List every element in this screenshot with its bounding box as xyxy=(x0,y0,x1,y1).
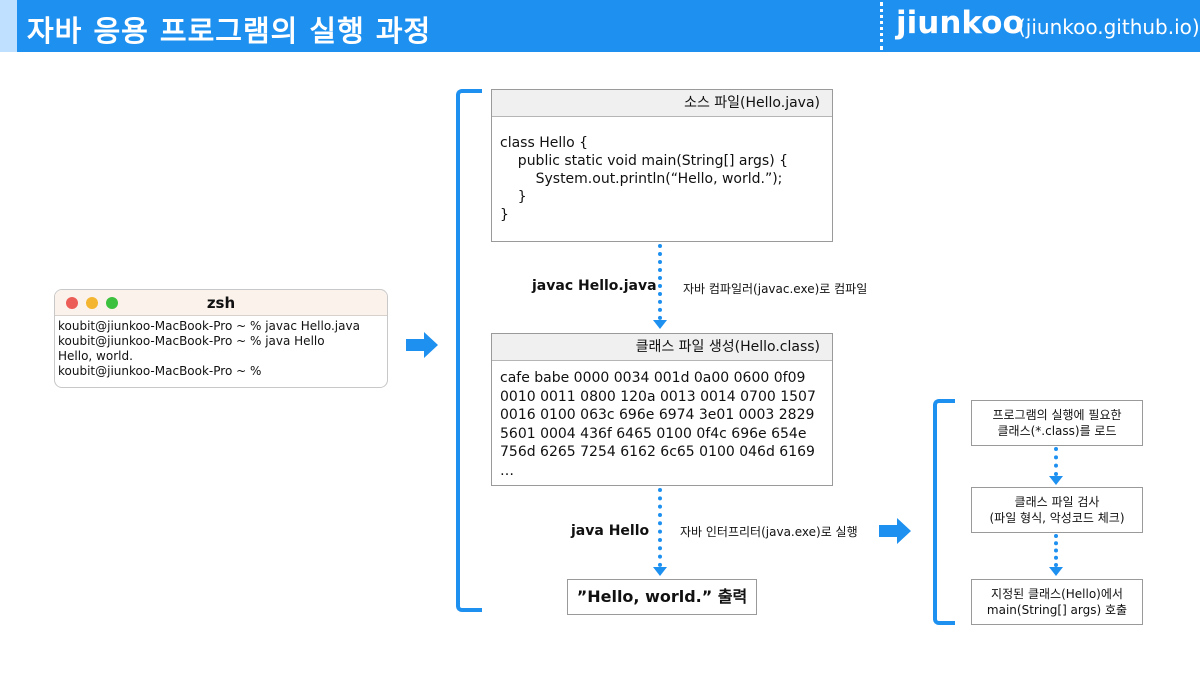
step-line: 지정된 클래스(Hello)에서 xyxy=(991,587,1123,601)
compile-connector xyxy=(658,244,662,320)
right-arrow-icon xyxy=(406,332,438,358)
run-command: java Hello xyxy=(571,523,650,539)
terminal-line: koubit@jiunkoo-MacBook-Pro ~ % javac Hel… xyxy=(58,319,360,333)
minimize-window-dot[interactable] xyxy=(86,297,98,309)
terminal-line: koubit@jiunkoo-MacBook-Pro ~ % java Hell… xyxy=(58,334,325,348)
terminal-title: zsh xyxy=(206,294,236,312)
program-output-box: ”Hello, world.” 출력 xyxy=(567,579,757,615)
step-connector xyxy=(1054,447,1058,476)
run-description: 자바 인터프리터(java.exe)로 실행 xyxy=(680,525,858,539)
maximize-window-dot[interactable] xyxy=(106,297,118,309)
compile-command: javac Hello.java xyxy=(532,278,657,294)
invoke-main-step: 지정된 클래스(Hello)에서 main(String[] args) 호출 xyxy=(971,579,1143,625)
step-line: 클래스(*.class)를 로드 xyxy=(997,424,1117,438)
step-line: main(String[] args) 호출 xyxy=(986,603,1128,617)
right-arrow-icon xyxy=(879,518,911,544)
terminal-titlebar: zsh xyxy=(55,290,387,316)
source-code: class Hello { public static void main(St… xyxy=(500,135,789,223)
step-line: 프로그램의 실행에 필요한 xyxy=(992,408,1122,422)
brand-url: (jiunkoo.github.io) xyxy=(1018,15,1200,39)
close-window-dot[interactable] xyxy=(66,297,78,309)
header-divider xyxy=(880,2,883,50)
terminal-window: zsh koubit@jiunkoo-MacBook-Pro ~ % javac… xyxy=(54,289,388,388)
bytecode-hex: cafe babe 0000 0034 001d 0a00 0600 0f09 … xyxy=(500,370,816,479)
load-class-step: 프로그램의 실행에 필요한 클래스(*.class)를 로드 xyxy=(971,400,1143,446)
step-line: (파일 형식, 악성코드 체크) xyxy=(989,511,1125,525)
terminal-output: koubit@jiunkoo-MacBook-Pro ~ % javac Hel… xyxy=(55,316,387,379)
compile-description: 자바 컴파일러(javac.exe)로 컴파일 xyxy=(683,282,868,296)
run-connector xyxy=(658,488,662,567)
header-bar xyxy=(17,0,1200,52)
verify-class-step: 클래스 파일 검사 (파일 형식, 악성코드 체크) xyxy=(971,487,1143,533)
step-connector xyxy=(1054,534,1058,567)
source-file-card: 소스 파일(Hello.java) class Hello { public s… xyxy=(491,89,833,242)
class-file-card: 클래스 파일 생성(Hello.class) cafe babe 0000 00… xyxy=(491,333,833,486)
arrow-down-icon xyxy=(1049,476,1063,485)
process-bracket xyxy=(456,89,482,612)
arrow-down-icon xyxy=(653,567,667,576)
header-accent-strip xyxy=(0,0,17,52)
step-line: 클래스 파일 검사 xyxy=(1014,495,1100,509)
jvm-steps-bracket xyxy=(933,399,955,625)
source-file-title: 소스 파일(Hello.java) xyxy=(492,90,832,117)
header-banner: 자바 응용 프로그램의 실행 과정 jiunkoo (jiunkoo.githu… xyxy=(0,0,1200,52)
class-file-title: 클래스 파일 생성(Hello.class) xyxy=(492,334,832,361)
terminal-line: Hello, world. xyxy=(58,349,133,363)
brand-name: jiunkoo xyxy=(896,5,1024,41)
page-title: 자바 응용 프로그램의 실행 과정 xyxy=(27,14,432,48)
arrow-down-icon xyxy=(653,320,667,329)
terminal-line: koubit@jiunkoo-MacBook-Pro ~ % xyxy=(58,364,262,378)
arrow-down-icon xyxy=(1049,567,1063,576)
